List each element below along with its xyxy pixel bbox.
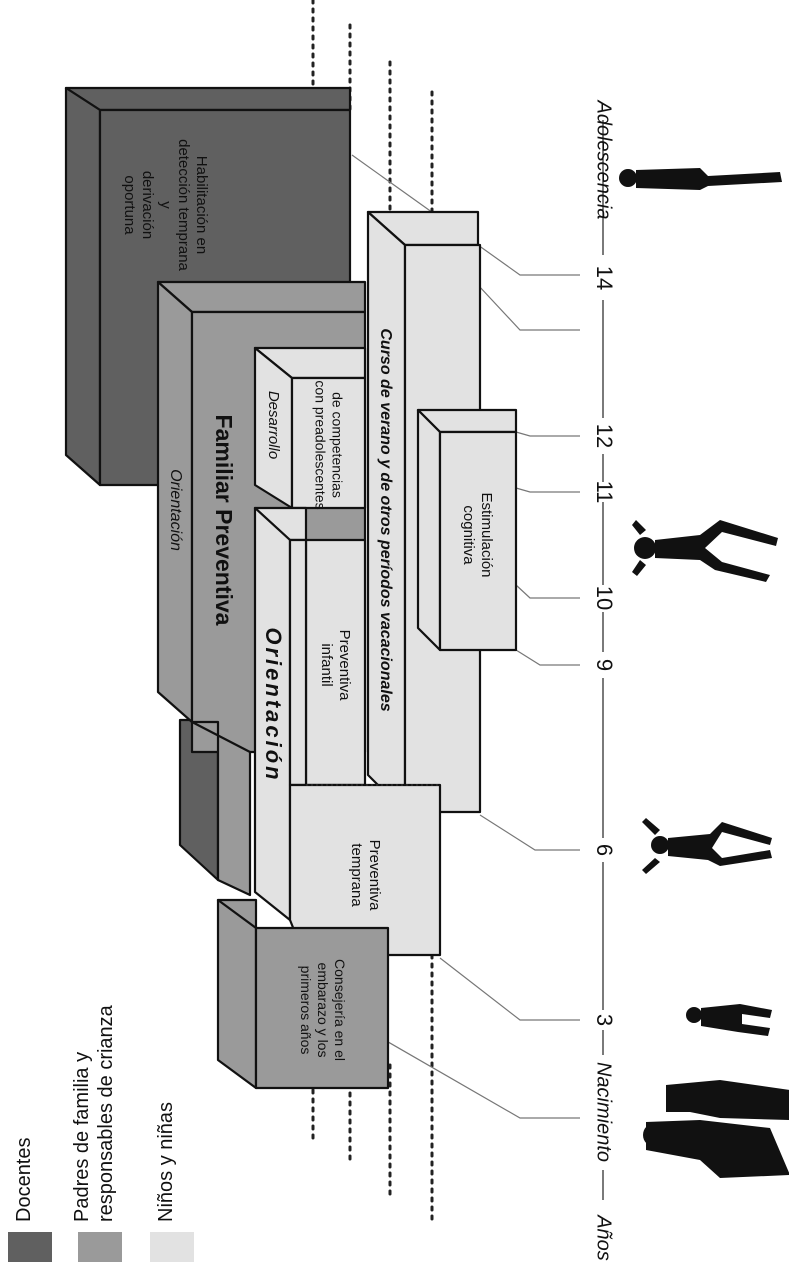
jumping-child-icon <box>632 520 778 582</box>
legend: Docentes Padres de familia y responsable… <box>8 1004 194 1262</box>
axis-tick-14: 14 <box>592 266 617 290</box>
axis-title: Años <box>593 1214 615 1261</box>
desarrollo-label: Desarrollo <box>265 391 282 459</box>
block-desarrollo: Desarrollo de competenciascon preadolesc… <box>253 346 367 510</box>
habilitacion-label: Habilitación endetección tempranayderiva… <box>121 139 210 271</box>
preventiva-temprana-label: Preventivatemprana <box>348 840 383 912</box>
axis-tick-adolescencia: Adolescencia <box>593 100 615 220</box>
axis-tick-nacimiento: Nacimiento <box>593 1062 615 1162</box>
familiar-preventiva-label: Familiar Preventiva <box>211 415 237 626</box>
axis-tick-3: 3 <box>592 1014 617 1026</box>
axis-tick-10: 10 <box>592 586 617 610</box>
legend-swatch-padres <box>78 1232 122 1262</box>
axis-tick-11: 11 <box>592 481 617 504</box>
orientacion-familiar-label: Orientación <box>167 469 184 551</box>
axis-tick-6: 6 <box>592 844 617 856</box>
toddler-icon <box>686 1004 772 1036</box>
teenager-icon <box>619 168 782 190</box>
legend-swatch-ninos <box>150 1232 194 1262</box>
legend-label-padres-2: responsables de crianza <box>95 1004 117 1222</box>
legend-label-padres-1: Padres de familia y <box>71 1052 93 1222</box>
child-icon <box>642 818 772 874</box>
curso-verano-label: Curso de verano y de otros períodos vaca… <box>377 328 394 711</box>
age-axis: Adolescencia 14 12 11 10 9 6 3 Nacimient… <box>592 100 617 1261</box>
legend-label-ninos: Niños y niñas <box>155 1102 177 1222</box>
consejeria-label: Consejería en elembarazo y losprimeros a… <box>298 959 348 1061</box>
block-consejeria: Consejería en elembarazo y losprimeros a… <box>216 898 390 1090</box>
legend-swatch-docentes <box>8 1232 52 1262</box>
orientacion-infantil-label: Orientación <box>261 627 286 782</box>
block-estimulacion: Estimulacióncognitiva <box>416 408 518 652</box>
legend-label-docentes: Docentes <box>13 1138 35 1223</box>
competencias-label: de competenciascon preadolescentes <box>313 380 346 509</box>
estimulacion-label: Estimulacióncognitiva <box>460 492 495 577</box>
axis-tick-9: 9 <box>592 659 617 671</box>
adult-with-baby-icon <box>643 1080 789 1178</box>
preventiva-infantil-label: Preventivainfantil <box>318 630 353 702</box>
leader-lines <box>349 154 580 1119</box>
axis-tick-12: 12 <box>592 424 617 448</box>
